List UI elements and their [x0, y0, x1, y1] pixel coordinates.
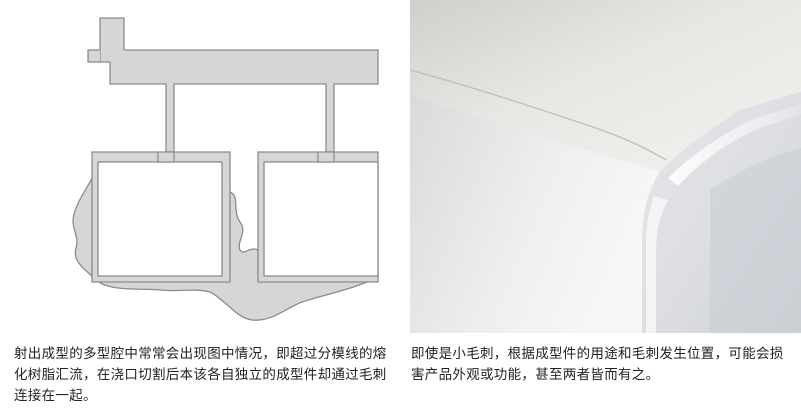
- right-caption: 即使是小毛刺，根据成型件的用途和毛刺发生位置，可能会损害产品外观或功能，甚至两者…: [411, 346, 784, 383]
- gate-right: [317, 151, 335, 163]
- mold-flash-diagram-svg: [72, 17, 379, 321]
- mold-flash-diagram: [0, 0, 395, 326]
- flash-line: [409, 69, 667, 161]
- part-edge-highlight: [668, 104, 801, 186]
- part-vertical-edge: [646, 196, 668, 333]
- flash-photo-svg: [409, 0, 801, 333]
- runner-system: [99, 17, 379, 153]
- gate-left: [157, 151, 175, 163]
- molded-part-left-face: [97, 161, 223, 277]
- part-top-surface: [410, 0, 801, 172]
- flash-photo: [409, 0, 801, 333]
- sprue-stub: [87, 49, 100, 63]
- molded-part-right-face: [263, 161, 379, 277]
- flash-resin-area: [72, 177, 379, 321]
- part-front-face: [410, 96, 660, 333]
- left-caption: 射出成型的多型腔中常常会出现图中情况，即超过分模线的熔化树脂汇流，在浇口切割后本…: [14, 346, 387, 404]
- inner-recess: [710, 148, 801, 333]
